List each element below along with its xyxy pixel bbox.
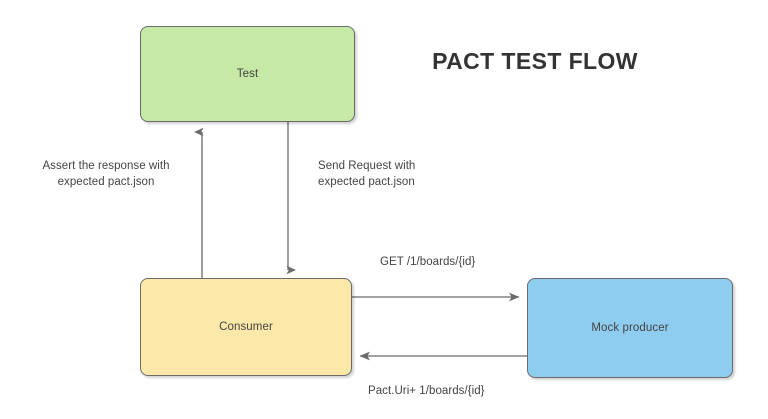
node-consumer[interactable]: Consumer [140,278,352,376]
edge-label-send-request: Send Request with expected pact.json [318,160,416,188]
node-consumer-label: Consumer [219,320,273,333]
node-test[interactable]: Test [140,26,355,122]
node-test-label: Test [236,67,259,80]
diagram-title: PACT TEST FLOW [432,48,638,74]
edge-label-get-boards: GET /1/boards/{id} [380,256,476,268]
node-mock-producer-label: Mock producer [591,321,669,334]
edge-label-pact-uri-boards: Pact.Uri+ 1/boards/{id} [368,385,485,397]
node-mock-producer[interactable]: Mock producer [527,278,733,378]
edge-label-assert-response: Assert the response with expected pact.j… [42,160,170,188]
